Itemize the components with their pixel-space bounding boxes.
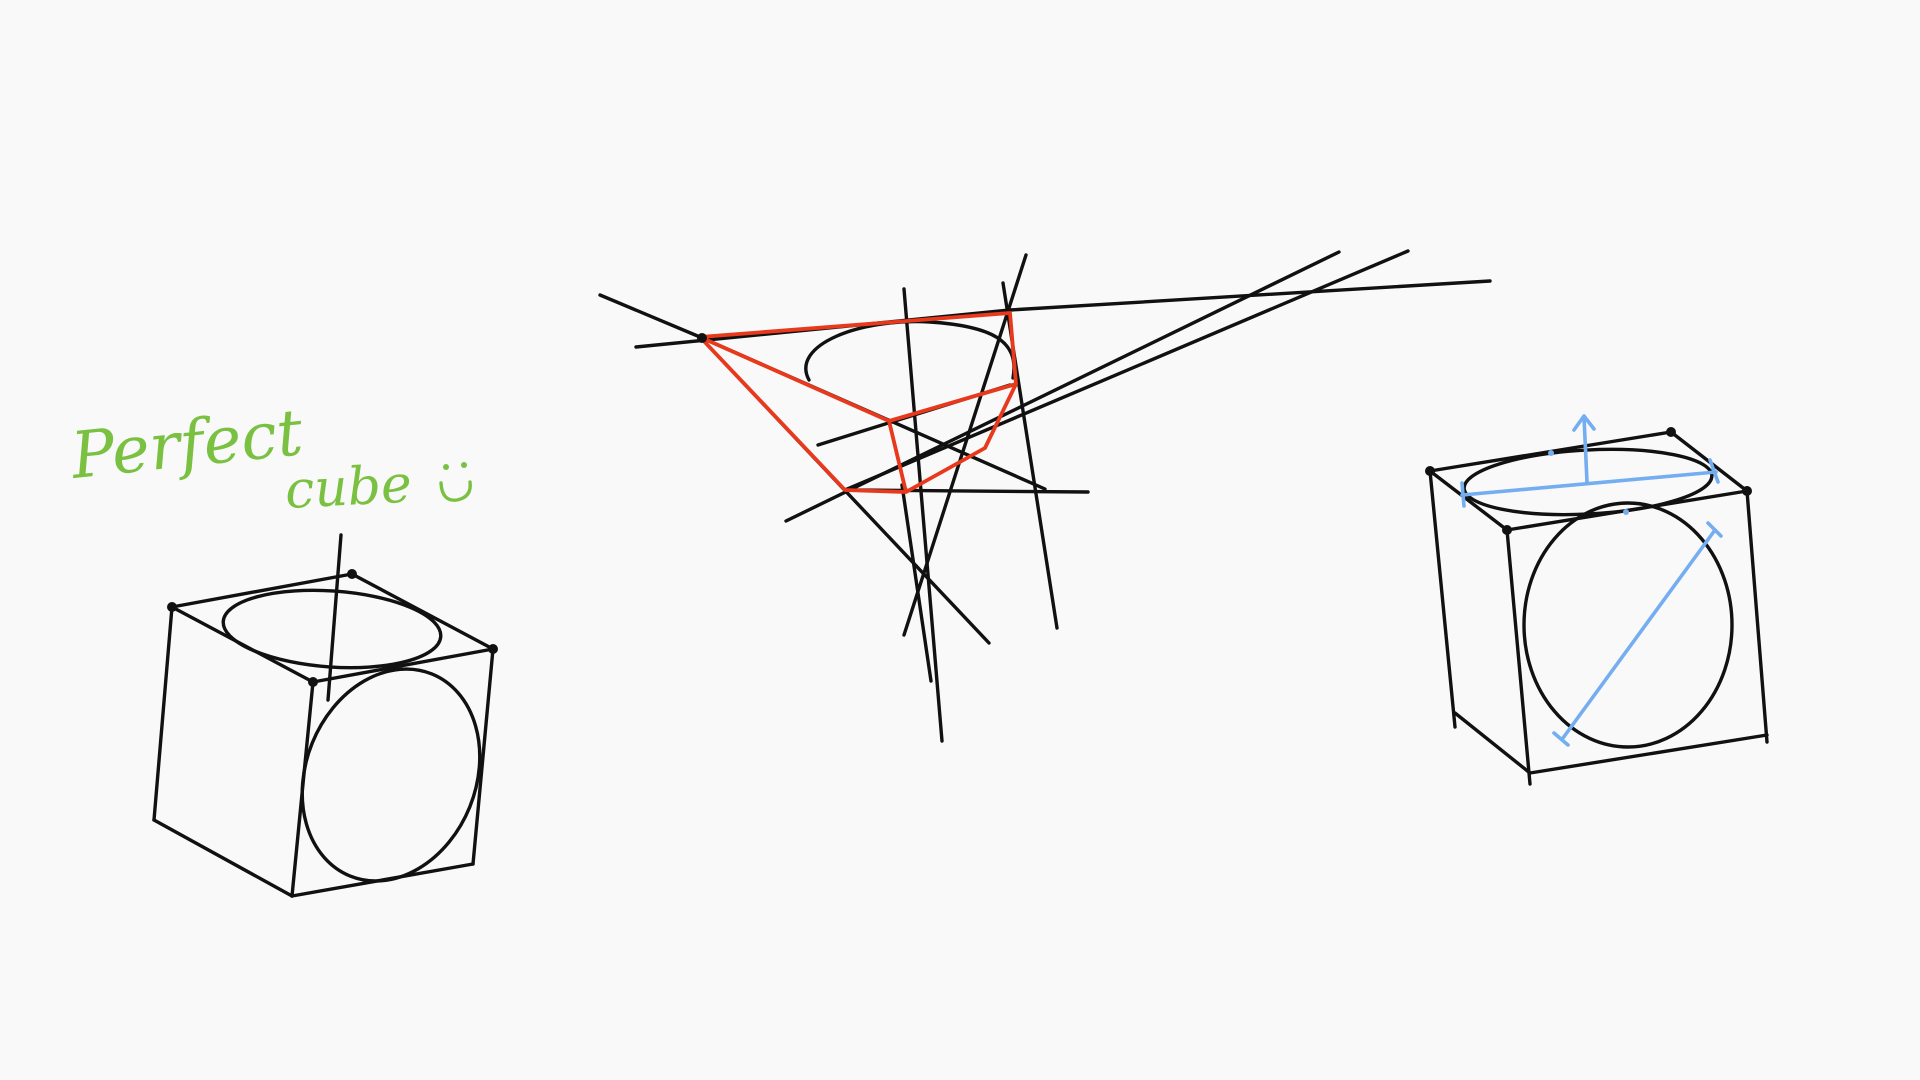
cube2-corner-dots (1425, 427, 1752, 535)
right-face-ellipse (300, 667, 482, 883)
diagonal-cap-top (1706, 521, 1723, 538)
cube-corner-dots (167, 569, 498, 687)
note-line-cube: cube (284, 454, 414, 521)
diagonal-cap-bottom (1552, 731, 1570, 747)
vanishing-point-dot (697, 333, 707, 343)
cube-center-axis (326, 533, 343, 702)
cube-left-edge (152, 605, 174, 822)
cube-bottom-left-edge (152, 818, 294, 898)
measure-arrows (1460, 414, 1723, 747)
perspective-construction-sketch[interactable] (598, 249, 1492, 743)
diagonal-measure-line (1561, 528, 1717, 740)
cube2-bottom-left-edge (1453, 711, 1532, 775)
measured-cube-sketch[interactable] (1425, 414, 1769, 786)
up-arrow-head (1572, 414, 1596, 432)
horizontal-measure-line (1460, 470, 1718, 497)
right-measure-cap (1708, 458, 1720, 484)
red-construction-polygon (698, 311, 1018, 494)
construction-lines (598, 249, 1492, 743)
perfect-cube-sketch[interactable] (152, 533, 511, 908)
up-arrow-shaft (1582, 415, 1589, 484)
cube2-right-edge (1745, 489, 1769, 744)
cube2-front-vertical-edge (1505, 528, 1532, 786)
note-annotation: Perfect cube (67, 396, 472, 521)
cube-right-edge (471, 647, 495, 866)
construction-ellipse-arc (804, 319, 1016, 382)
cube2-front-circle (1522, 501, 1734, 749)
cube2-bottom-right-edge (1528, 733, 1769, 775)
top-face-ellipse (221, 588, 443, 670)
cube2-left-edge (1428, 469, 1457, 729)
left-measure-cap (1460, 481, 1466, 508)
note-line-perfect: Perfect (67, 396, 307, 494)
smiley-face-icon (439, 462, 472, 502)
